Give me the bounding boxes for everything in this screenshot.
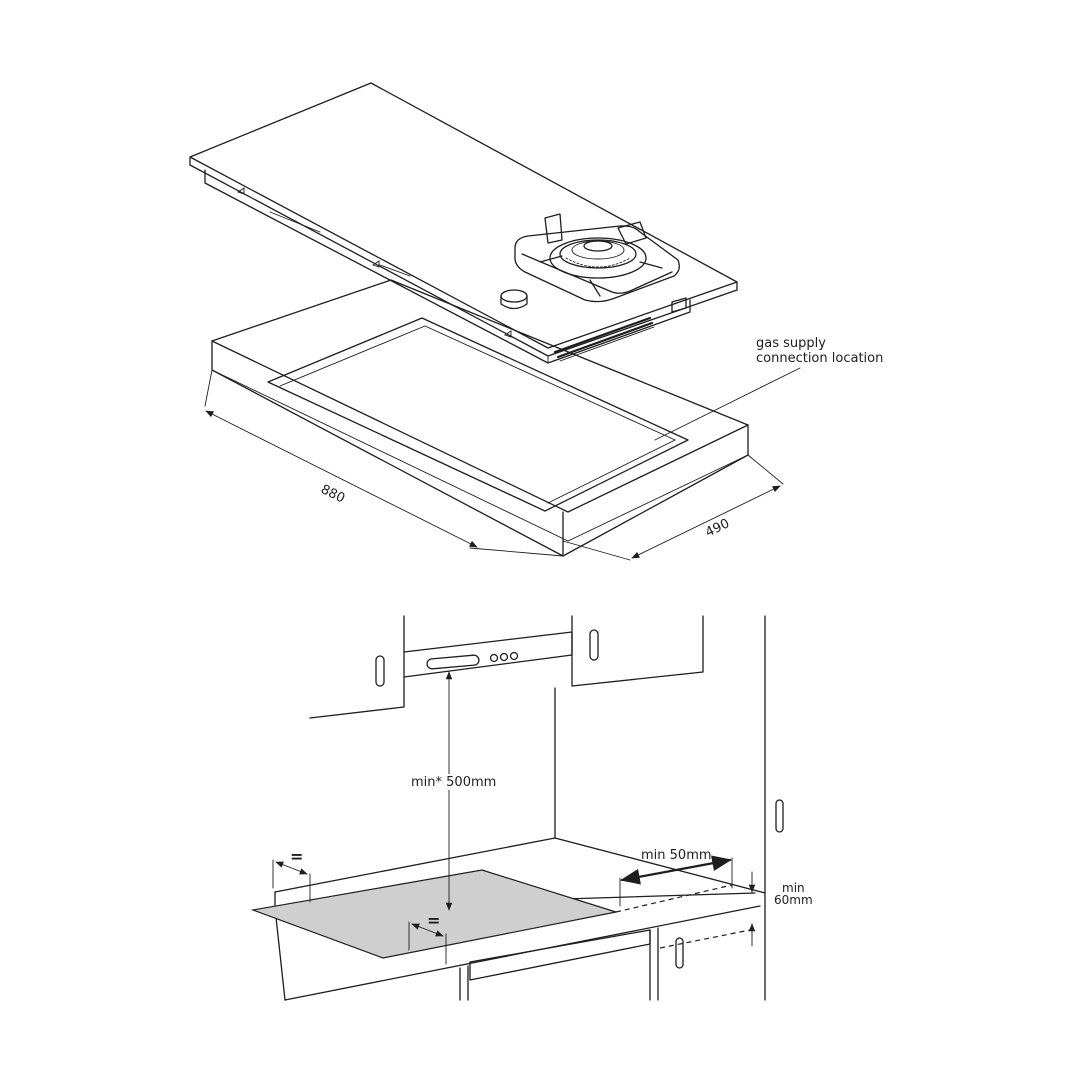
gas-supply-callout: gas supply connection location bbox=[756, 336, 883, 366]
callout-line-1: gas supply bbox=[756, 336, 826, 351]
cooktop bbox=[189, 82, 738, 364]
equal-sign-left: = bbox=[290, 847, 303, 866]
equal-mark-center: = bbox=[408, 911, 447, 965]
control-knob bbox=[500, 289, 528, 310]
side-clearance-label: min 50mm bbox=[641, 848, 712, 863]
equal-sign-center: = bbox=[427, 911, 440, 930]
dimension-width: 490 bbox=[562, 454, 784, 561]
callout-line-2: connection location bbox=[756, 351, 883, 366]
cutout-box bbox=[211, 279, 801, 557]
burner-assembly bbox=[514, 213, 680, 303]
equal-mark-left: = bbox=[272, 847, 311, 903]
dimension-side-clearance: min 50mm bbox=[619, 848, 733, 907]
thickness-label-1: min bbox=[782, 881, 805, 895]
vent-grille bbox=[553, 316, 655, 362]
hood-clearance-label: min* 500mm bbox=[411, 775, 496, 790]
wall-cabinets bbox=[309, 615, 784, 1001]
dim-width-label: 490 bbox=[703, 516, 732, 540]
dimension-thickness: min 60mm bbox=[748, 871, 813, 947]
dimension-hood-clearance: min* 500mm bbox=[408, 671, 496, 911]
hob-cutout bbox=[250, 869, 733, 959]
dim-length-label: 880 bbox=[318, 482, 347, 506]
thickness-label-2: 60mm bbox=[774, 893, 813, 907]
